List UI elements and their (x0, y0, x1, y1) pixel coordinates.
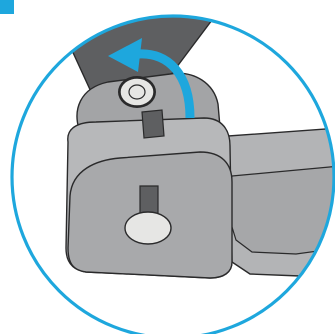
upper-pin-hole (129, 85, 145, 99)
lower-pin (125, 212, 171, 244)
detail-view (66, 0, 335, 278)
part-arm-bevel (228, 166, 335, 254)
upper-slot (142, 110, 164, 138)
step-marker-icon (0, 0, 14, 14)
